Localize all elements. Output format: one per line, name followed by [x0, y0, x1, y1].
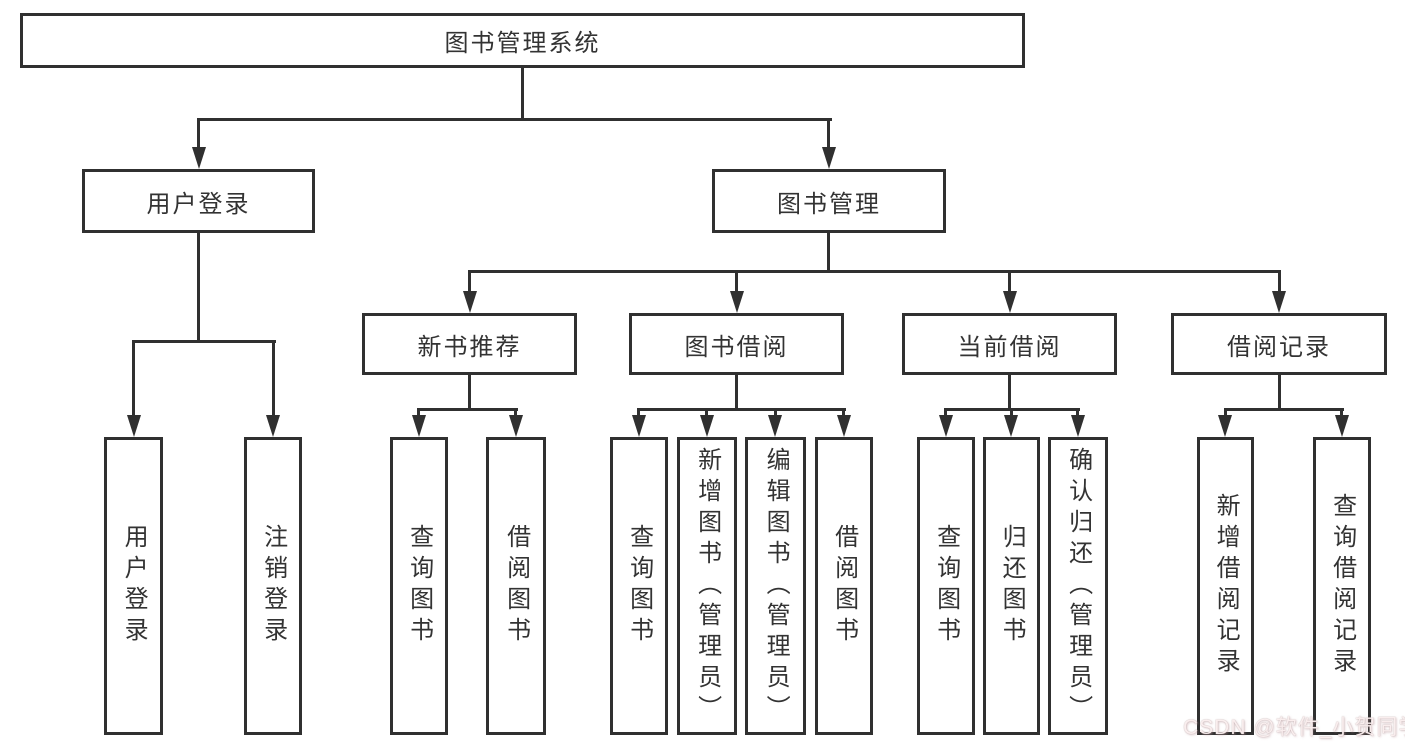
arrowhead-down-icon [1335, 415, 1349, 437]
arrowhead-down-icon [1272, 291, 1286, 313]
connector-line [132, 340, 276, 343]
connector-line [1224, 408, 1344, 411]
connector-line [132, 340, 135, 420]
leaf-add-borrow-record: 新增借阅记录 [1197, 437, 1254, 735]
connector-line [735, 375, 738, 411]
arrowhead-down-icon [700, 415, 714, 437]
node-label: 图书管理系统 [444, 30, 601, 57]
arrowhead-down-icon [1218, 415, 1232, 437]
node-borrowing-records: 借阅记录 [1171, 313, 1387, 375]
connector-line [944, 408, 947, 420]
leaf-label: 借阅图书 [830, 524, 858, 648]
connector-line [417, 408, 420, 420]
arrowhead-down-icon [822, 147, 836, 169]
connector-line [418, 408, 518, 411]
leaf-borrow-books-borrowing: 借阅图书 [815, 437, 873, 735]
connector-line [1340, 408, 1343, 420]
node-book-borrowing: 图书借阅 [629, 313, 844, 375]
leaf-logout: 注销登录 [244, 437, 302, 735]
arrowhead-down-icon [1003, 291, 1017, 313]
leaf-label: 新增图书（管理员） [693, 446, 721, 726]
leaf-label: 确认归还（管理员） [1064, 446, 1092, 726]
connector-line [197, 118, 832, 121]
leaf-confirm-return-admin: 确认归还（管理员） [1048, 437, 1108, 735]
node-current-borrowing: 当前借阅 [902, 313, 1117, 375]
leaf-query-books-borrowing: 查询图书 [610, 437, 668, 735]
arrowhead-down-icon [939, 415, 953, 437]
leaf-label: 查询图书 [405, 524, 433, 648]
leaf-label: 归还图书 [998, 524, 1026, 648]
node-label: 借阅记录 [1227, 333, 1331, 361]
connector-line [735, 270, 738, 295]
leaf-label: 用户登录 [120, 524, 148, 648]
node-new-book-recommend: 新书推荐 [362, 313, 577, 375]
connector-line [705, 408, 708, 420]
connector-line [1010, 408, 1013, 420]
connector-line [468, 375, 471, 411]
arrowhead-down-icon [266, 415, 280, 437]
arrowhead-down-icon [412, 415, 426, 437]
connector-line [197, 233, 200, 343]
node-label: 新书推荐 [417, 333, 522, 361]
connector-line [1278, 375, 1281, 411]
leaf-label: 查询图书 [932, 524, 960, 648]
leaf-query-books-current: 查询图书 [917, 437, 975, 735]
arrowhead-down-icon [127, 415, 141, 437]
connector-line [774, 408, 777, 420]
node-book-management: 图书管理 [712, 169, 946, 233]
connector-line [638, 408, 846, 411]
arrowhead-down-icon [837, 415, 851, 437]
connector-line [272, 340, 275, 420]
node-library-system: 图书管理系统 [20, 13, 1025, 68]
connector-line [1278, 270, 1281, 295]
arrowhead-down-icon [1004, 415, 1018, 437]
connector-line [827, 118, 830, 150]
connector-line [197, 118, 200, 150]
connector-line [1008, 375, 1011, 411]
leaf-label: 借阅图书 [502, 524, 530, 648]
connector-line [468, 270, 1281, 273]
leaf-user-login: 用户登录 [104, 437, 163, 735]
connector-line [1008, 270, 1011, 295]
leaf-return-books: 归还图书 [983, 437, 1040, 735]
connector-line [842, 408, 845, 420]
arrowhead-down-icon [509, 415, 523, 437]
connector-line [637, 408, 640, 420]
connector-line [514, 408, 517, 420]
connector-line [521, 66, 524, 120]
leaf-edit-books-admin: 编辑图书（管理员） [745, 437, 806, 735]
node-label: 图书借阅 [684, 333, 789, 361]
connector-line [1224, 408, 1227, 420]
node-label: 当前借阅 [957, 333, 1062, 361]
leaf-borrow-books-recommend: 借阅图书 [486, 437, 546, 735]
node-label: 图书管理 [777, 190, 881, 218]
node-label: 用户登录 [146, 190, 251, 218]
arrowhead-down-icon [632, 415, 646, 437]
node-user-login: 用户登录 [82, 169, 315, 233]
connector-line [827, 233, 830, 273]
leaf-label: 查询借阅记录 [1328, 493, 1356, 679]
arrowhead-down-icon [192, 147, 206, 169]
leaf-label: 编辑图书（管理员） [762, 446, 790, 726]
leaf-add-books-admin: 新增图书（管理员） [677, 437, 737, 735]
arrowhead-down-icon [463, 291, 477, 313]
arrowhead-down-icon [768, 415, 782, 437]
leaf-label: 查询图书 [625, 524, 653, 648]
connector-line [468, 270, 471, 295]
watermark: CSDN @软件_小贺同学 [1183, 716, 1405, 739]
leaf-label: 新增借阅记录 [1212, 493, 1240, 679]
leaf-query-books-recommend: 查询图书 [390, 437, 448, 735]
arrowhead-down-icon [1071, 415, 1085, 437]
leaf-label: 注销登录 [259, 524, 287, 648]
connector-line [1076, 408, 1079, 420]
leaf-query-borrow-record: 查询借阅记录 [1313, 437, 1371, 735]
arrowhead-down-icon [730, 291, 744, 313]
